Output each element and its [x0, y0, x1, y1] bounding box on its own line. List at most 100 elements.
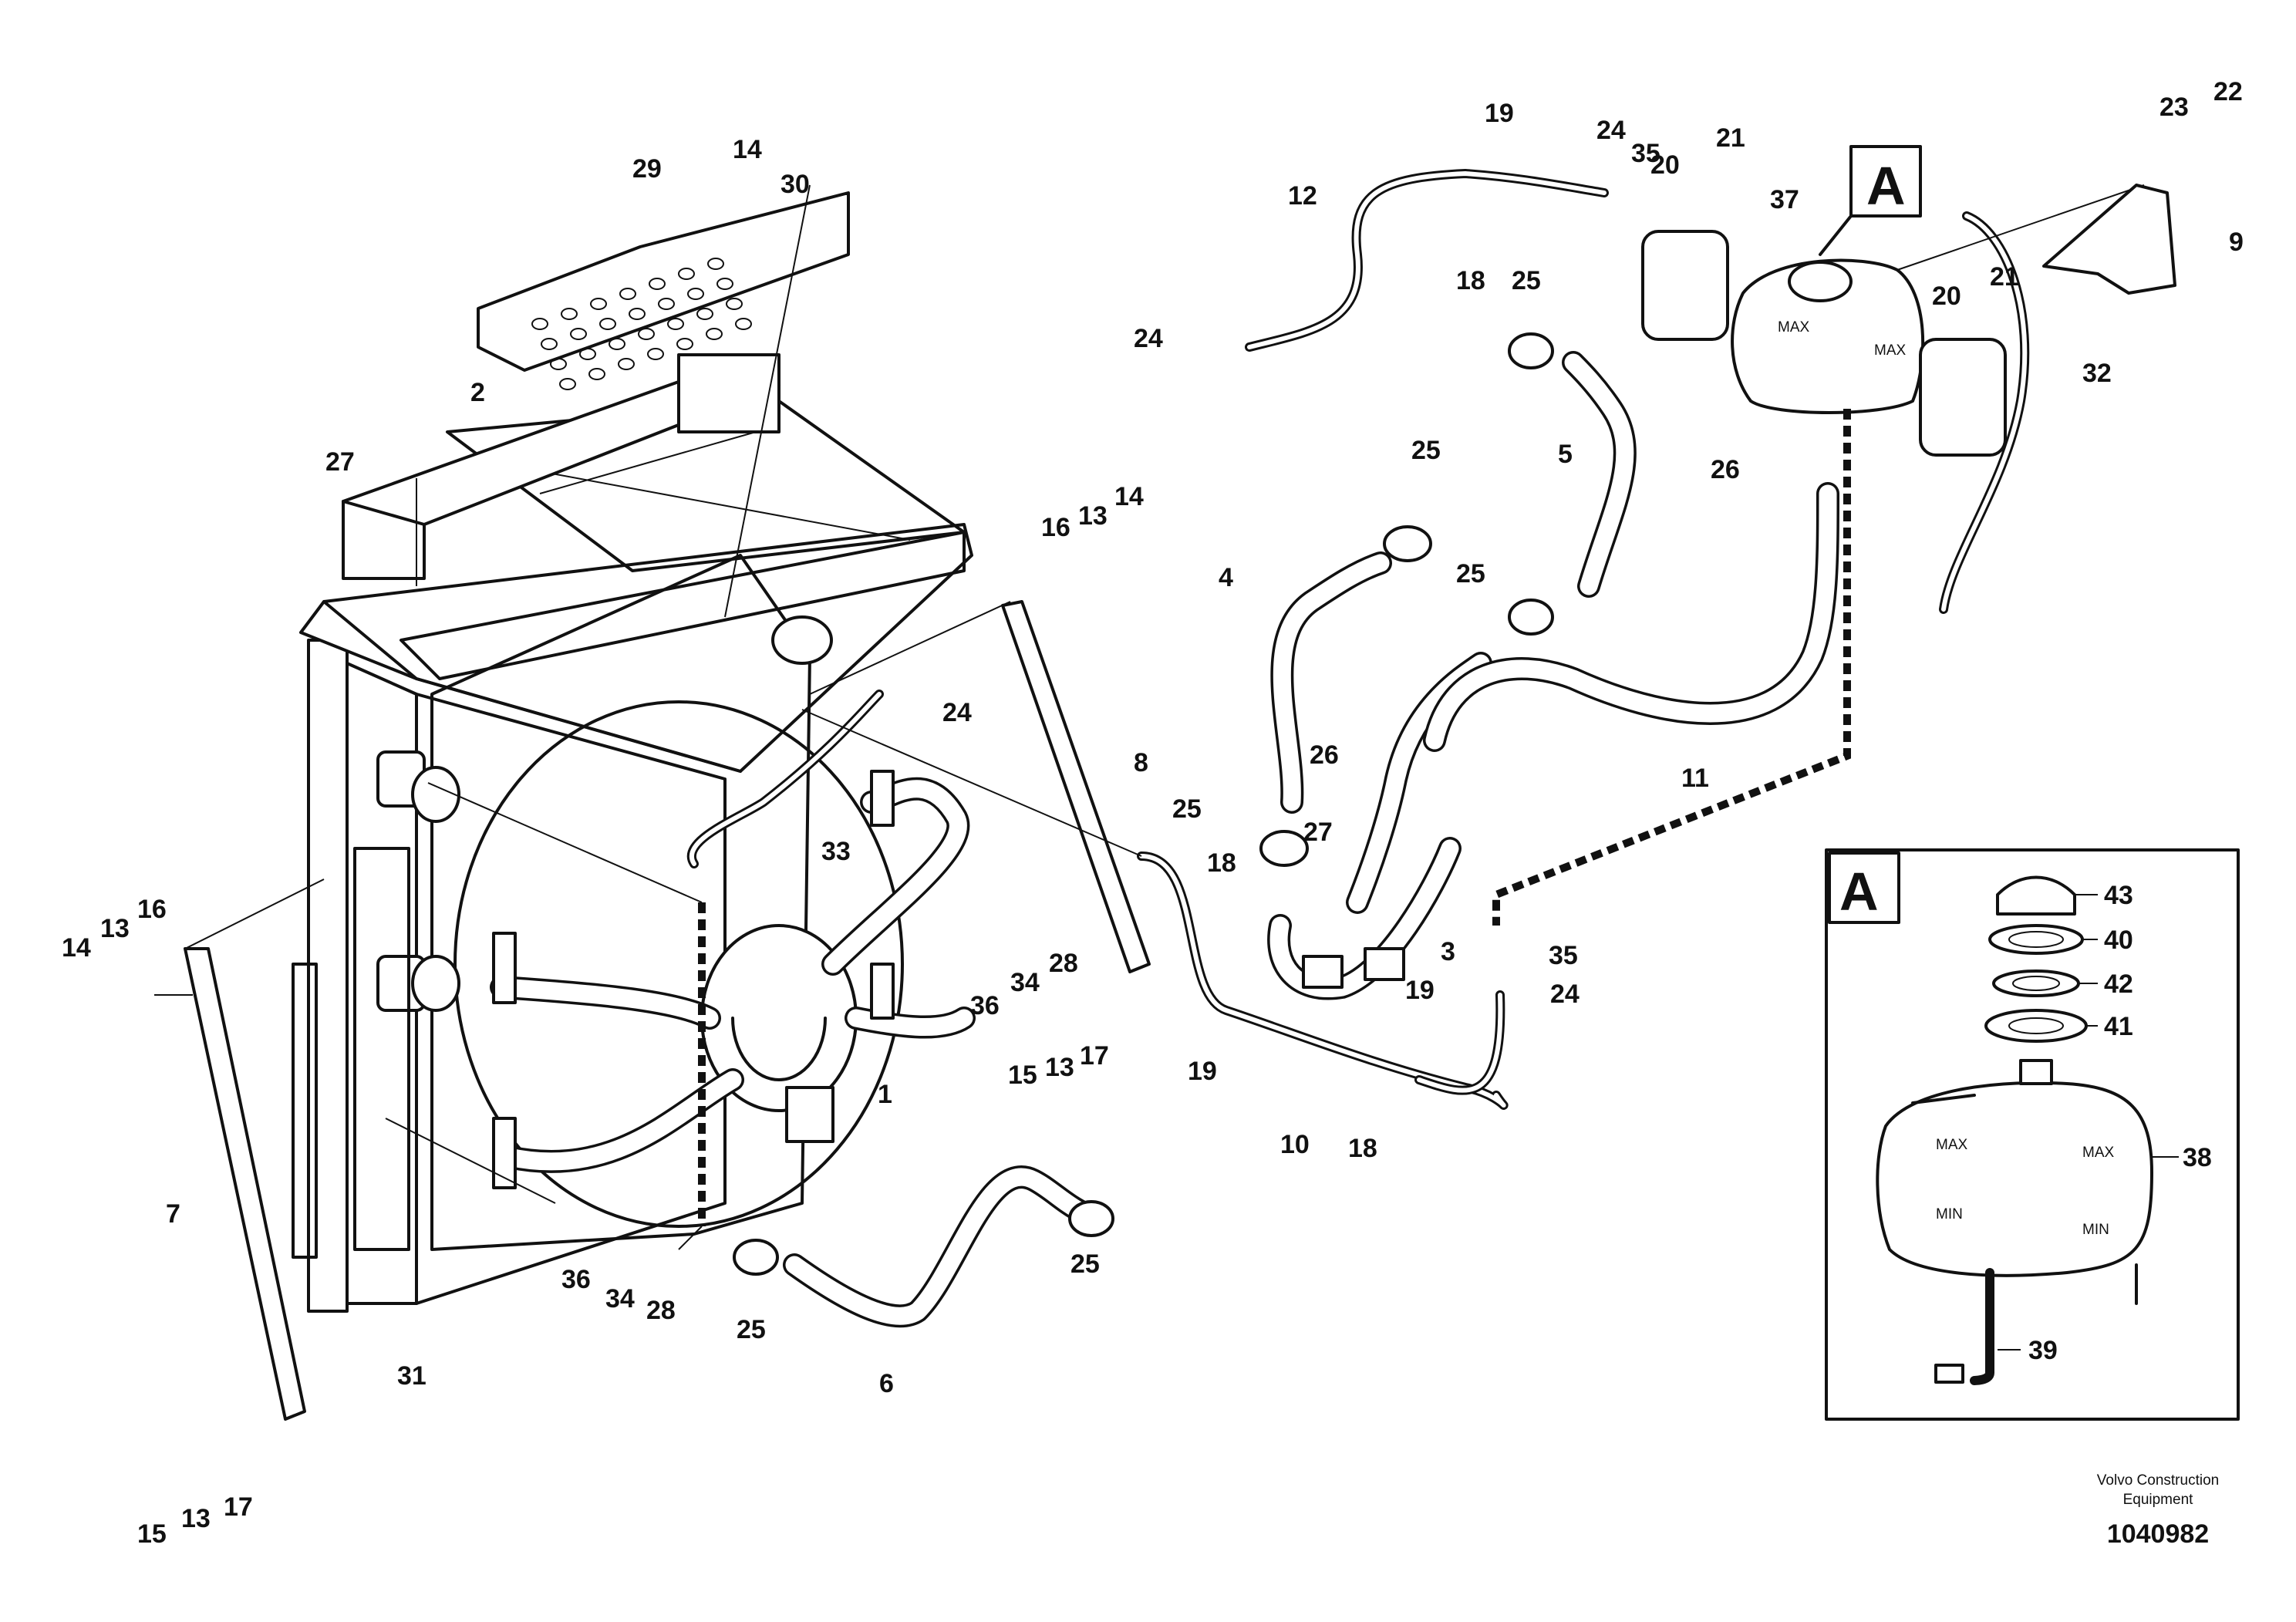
plate-hole — [658, 298, 675, 310]
callout-14a: 14 — [62, 933, 91, 963]
radiator-frame — [292, 353, 973, 1313]
callout-22: 22 — [2213, 77, 2243, 106]
callout-12: 12 — [1288, 181, 1317, 211]
stay-7 — [184, 947, 306, 1421]
callout-18a: 18 — [1456, 266, 1485, 295]
callout-10: 10 — [1280, 1130, 1310, 1159]
plate-hole — [735, 318, 752, 330]
plate-hole — [726, 298, 743, 310]
detail-view-a: A MAX MAX MIN MIN — [1825, 848, 2240, 1421]
callout-13b: 13 — [1078, 501, 1108, 531]
callout-6: 6 — [879, 1369, 894, 1398]
hose-12 — [1245, 169, 1609, 352]
callout-14b: 14 — [733, 135, 762, 164]
plate-hole — [667, 318, 684, 330]
plate-hole — [619, 288, 636, 300]
detail-max-mark: MAX — [1936, 1137, 1968, 1153]
callout-27a: 27 — [325, 447, 355, 477]
callout-16a: 16 — [137, 895, 167, 924]
plate-hole — [647, 348, 664, 360]
callout-30: 30 — [781, 170, 810, 199]
callout-24b: 24 — [1134, 324, 1163, 353]
view-a-marker: A — [1819, 145, 1922, 256]
stay-8 — [1001, 600, 1151, 973]
plate-hole — [618, 358, 635, 370]
callout-5: 5 — [1558, 440, 1573, 469]
callout-15b: 15 — [137, 1519, 167, 1549]
callout-32: 32 — [2082, 359, 2112, 388]
callout-23: 23 — [2159, 93, 2189, 122]
drawing-number: 1040982 — [2107, 1519, 2209, 1549]
callout-21b: 21 — [1990, 262, 2019, 292]
callout-24c: 24 — [942, 698, 972, 727]
callout-35b: 35 — [1549, 941, 1578, 970]
detail-min-mark: MIN — [1936, 1206, 1963, 1222]
plate-hole — [579, 348, 596, 360]
hose-10 — [1137, 851, 1509, 1110]
callout-28b: 28 — [646, 1296, 676, 1325]
callout-24a: 24 — [1596, 116, 1626, 145]
callout-3: 3 — [1441, 937, 1455, 966]
plate-hole — [638, 328, 655, 340]
bracket-9 — [2042, 184, 2176, 295]
callout-39: 39 — [2028, 1336, 2058, 1365]
plate-hole — [678, 268, 695, 280]
leader-lines — [154, 184, 1142, 1250]
callout-17a: 17 — [1080, 1041, 1109, 1071]
callout-26a: 26 — [1711, 455, 1740, 484]
hose-6 — [733, 1165, 1114, 1328]
company-line-2: Equipment — [2123, 1492, 2194, 1508]
top-cover-plate — [477, 191, 850, 390]
callout-18b: 18 — [1207, 848, 1236, 878]
callout-13d: 13 — [181, 1504, 211, 1533]
company-line-1: Volvo Construction — [2097, 1472, 2219, 1489]
callout-38: 38 — [2183, 1143, 2212, 1172]
plate-hole — [590, 298, 607, 310]
callout-4: 4 — [1219, 563, 1233, 592]
plate-hole — [599, 318, 616, 330]
callout-26b: 26 — [1310, 740, 1339, 770]
callout-33: 33 — [821, 837, 851, 866]
dashed-connection — [698, 409, 1851, 1226]
plate-hole — [559, 378, 576, 390]
plate-hole — [716, 278, 733, 290]
callout-7: 7 — [166, 1199, 180, 1229]
callout-35a: 35 — [1631, 139, 1660, 168]
callout-25f: 25 — [737, 1315, 766, 1344]
plate-hole — [588, 368, 605, 380]
callout-17b: 17 — [224, 1492, 253, 1522]
callout-20b: 20 — [1932, 282, 1961, 311]
callout-43: 43 — [2104, 881, 2133, 910]
hose-5 — [1508, 332, 1637, 636]
plate-hole — [706, 328, 723, 340]
plate-hole — [531, 318, 548, 330]
callout-2: 2 — [470, 378, 485, 407]
hose-32 — [1939, 211, 2030, 614]
plate-hole — [629, 308, 646, 320]
callout-19c: 19 — [1188, 1057, 1217, 1086]
expansion-tank: MAX MAX — [1641, 184, 2145, 457]
plate-hole — [561, 308, 578, 320]
callout-13a: 13 — [100, 914, 130, 943]
tank-max-mark-2: MAX — [1874, 342, 1907, 359]
hose-33 — [687, 690, 884, 868]
view-label-main: A — [1866, 156, 1906, 216]
callout-19a: 19 — [1485, 99, 1514, 128]
callout-20a: 20 — [1650, 150, 1680, 180]
hose-11 — [1423, 482, 1839, 752]
callout-28a: 28 — [1049, 949, 1078, 978]
plate-hole — [609, 338, 625, 350]
callout-15a: 15 — [1008, 1061, 1037, 1090]
hose-4 — [1259, 525, 1432, 867]
callout-25a: 25 — [1512, 266, 1541, 295]
callouts: 1 2 3 4 5 6 7 8 9 10 11 12 13 13 13 13 1… — [62, 77, 2244, 1549]
fan-guard — [490, 770, 976, 1189]
detail-max-mark-2: MAX — [2082, 1145, 2115, 1161]
plate-hole — [676, 338, 693, 350]
callout-36a: 36 — [970, 991, 1000, 1020]
callout-25d: 25 — [1172, 794, 1202, 824]
callout-25c: 25 — [1456, 559, 1485, 588]
callout-34a: 34 — [1010, 968, 1040, 997]
